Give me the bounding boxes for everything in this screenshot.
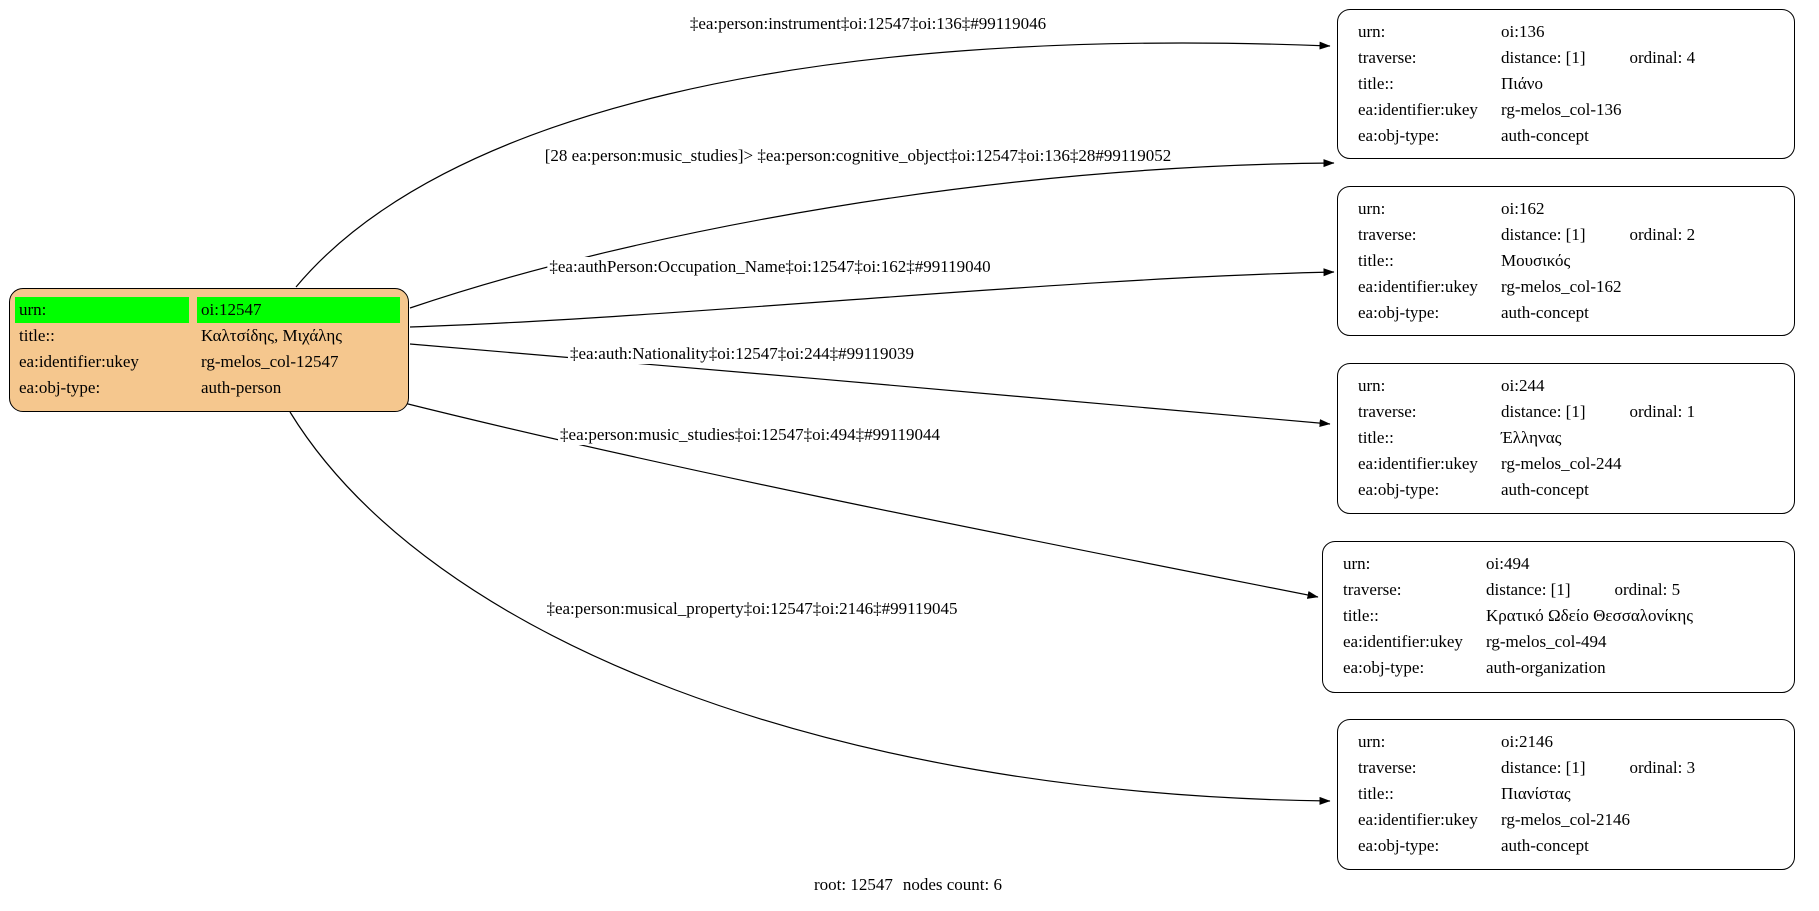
title-label: title:: — [1358, 784, 1394, 803]
ordinal-value: ordinal: 4 — [1629, 48, 1696, 67]
root-ukey-label: ea:identifier:ukey — [19, 352, 139, 371]
urn-label: urn: — [1343, 554, 1371, 573]
distance-value: distance: [1] — [1501, 48, 1586, 67]
traverse-label: traverse: — [1358, 758, 1417, 777]
ukey-label: ea:identifier:ukey — [1358, 810, 1478, 829]
urn-value: oi:244 — [1501, 376, 1545, 395]
ukey-label: ea:identifier:ukey — [1343, 632, 1463, 651]
ukey-label: ea:identifier:ukey — [1358, 277, 1478, 296]
objtype-label: ea:obj-type: — [1358, 480, 1440, 499]
root-title-row: title:: Καλτσίδης, Μιχάλης — [10, 323, 408, 349]
title-value: Έλληνας — [1501, 428, 1562, 447]
urn-value: oi:494 — [1486, 554, 1530, 573]
root-urn-row: urn: oi:12547 — [10, 297, 408, 323]
distance-value: distance: [1] — [1501, 758, 1586, 777]
objtype-label: ea:obj-type: — [1358, 836, 1440, 855]
title-label: title:: — [1358, 74, 1394, 93]
distance-value: distance: [1] — [1501, 225, 1586, 244]
ukey-label: ea:identifier:ukey — [1358, 100, 1478, 119]
urn-label: urn: — [1358, 199, 1386, 218]
traverse-label: traverse: — [1358, 225, 1417, 244]
ukey-value: rg-melos_col-136 — [1501, 100, 1622, 119]
objtype-value: auth-concept — [1501, 836, 1589, 855]
title-value: Κρατικό Ωδείο Θεσσαλονίκης — [1486, 606, 1693, 625]
title-value: Πιάνο — [1501, 74, 1543, 93]
root-node[interactable]: urn: oi:12547 title:: Καλτσίδης, Μιχάλης… — [9, 288, 409, 412]
edge-label-music-studies: ‡ea:person:music_studies‡oi:12547‡oi:494… — [558, 425, 942, 445]
ukey-value: rg-melos_col-244 — [1501, 454, 1622, 473]
urn-label: urn: — [1358, 376, 1386, 395]
title-label: title:: — [1358, 251, 1394, 270]
ordinal-value: ordinal: 1 — [1629, 402, 1696, 421]
ukey-value: rg-melos_col-2146 — [1501, 810, 1631, 829]
objtype-value: auth-organization — [1486, 658, 1606, 677]
urn-label: urn: — [1358, 22, 1386, 41]
edge-occupation-name — [409, 268, 1335, 328]
root-ukey-row: ea:identifier:ukey rg-melos_col-12547 — [10, 349, 408, 375]
traverse-label: traverse: — [1343, 580, 1402, 599]
ordinal-value: ordinal: 5 — [1614, 580, 1681, 599]
root-objtype-row: ea:obj-type: auth-person — [10, 375, 408, 401]
urn-value: oi:162 — [1501, 199, 1545, 218]
edge-label-person-instrument: ‡ea:person:instrument‡oi:12547‡oi:136‡#9… — [687, 14, 1049, 34]
distance-value: distance: [1] — [1486, 580, 1571, 599]
urn-label: urn: — [1358, 732, 1386, 751]
title-value: Μουσικός — [1501, 251, 1571, 270]
edge-person-cognitive-object — [409, 159, 1335, 309]
root-objtype-value: auth-person — [201, 378, 282, 397]
edge-label-occupation-name: ‡ea:authPerson:Occupation_Name‡oi:12547‡… — [547, 257, 993, 277]
ukey-value: rg-melos_col-162 — [1501, 277, 1622, 296]
title-label: title:: — [1343, 606, 1379, 625]
node-oi-244[interactable]: urn: oi:244 traverse: distance: [1] ordinal… — [1337, 363, 1795, 514]
ordinal-value: ordinal: 2 — [1629, 225, 1696, 244]
title-label: title:: — [1358, 428, 1394, 447]
root-objtype-label: ea:obj-type: — [19, 378, 101, 397]
footer-count: nodes count: 6 — [902, 875, 1003, 894]
edge-label-musical-property: ‡ea:person:musical_property‡oi:12547‡oi:… — [544, 599, 960, 619]
footer-summary: root: 12547 nodes count: 6 — [809, 875, 1007, 895]
node-oi-136[interactable]: urn: oi:136 traverse: distance: [1] ordinal… — [1337, 9, 1795, 159]
ukey-value: rg-melos_col-494 — [1486, 632, 1607, 651]
edge-label-nationality: ‡ea:auth:Nationality‡oi:12547‡oi:244‡#99… — [567, 344, 917, 364]
title-value: Πιανίστας — [1501, 784, 1571, 803]
objtype-label: ea:obj-type: — [1343, 658, 1425, 677]
ordinal-value: ordinal: 3 — [1629, 758, 1696, 777]
root-urn-value: oi:12547 — [197, 297, 400, 323]
objtype-label: ea:obj-type: — [1358, 303, 1440, 322]
distance-value: distance: [1] — [1501, 402, 1586, 421]
urn-value: oi:136 — [1501, 22, 1545, 41]
root-title-label: title:: — [19, 326, 55, 345]
objtype-value: auth-concept — [1501, 303, 1589, 322]
objtype-value: auth-concept — [1501, 480, 1589, 499]
root-urn-label: urn: — [15, 297, 189, 323]
traverse-label: traverse: — [1358, 402, 1417, 421]
objtype-label: ea:obj-type: — [1358, 126, 1440, 145]
edge-label-person-cognitive-object: [28 ea:person:music_studies]> ‡ea:person… — [542, 146, 1174, 166]
objtype-value: auth-concept — [1501, 126, 1589, 145]
traverse-label: traverse: — [1358, 48, 1417, 67]
footer-root: root: 12547 — [813, 875, 893, 894]
node-oi-494[interactable]: urn: oi:494 traverse: distance: [1] ordinal… — [1322, 541, 1795, 693]
urn-value: oi:2146 — [1501, 732, 1553, 751]
root-title-value: Καλτσίδης, Μιχάλης — [201, 326, 342, 345]
node-oi-2146[interactable]: urn: oi:2146 traverse: distance: [1] ordina… — [1337, 719, 1795, 870]
root-ukey-value: rg-melos_col-12547 — [201, 352, 339, 371]
node-oi-162[interactable]: urn: oi:162 traverse: distance: [1] ordinal… — [1337, 186, 1795, 336]
ukey-label: ea:identifier:ukey — [1358, 454, 1478, 473]
